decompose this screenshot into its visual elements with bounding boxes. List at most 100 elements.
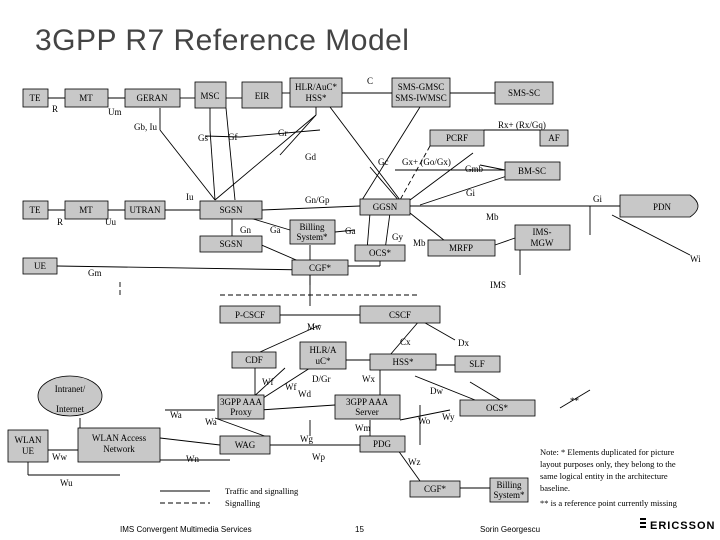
label-r-2: R xyxy=(57,217,63,227)
label-gn: Gn xyxy=(240,225,251,235)
node-msc-label: MSC xyxy=(200,91,219,101)
node-cgf-2-label: CGF* xyxy=(424,484,447,494)
label-gmb: Gmb xyxy=(465,164,484,174)
node-sms-sc-label: SMS-SC xyxy=(508,88,540,98)
node-cscf-label: CSCF xyxy=(389,310,411,320)
label-wa-1: Wa xyxy=(170,410,182,420)
node-pcrf xyxy=(429,129,485,147)
node-hlr-auc-label-1: HLR/AuC* xyxy=(295,82,338,92)
node-mrfp-label: MRFP xyxy=(449,243,473,253)
node-intranet-label-1: Intranet/ xyxy=(55,384,86,394)
label-gx-go-gx: Gx+ (Go/Gx) xyxy=(402,157,451,167)
node-p-cscf-label: P-CSCF xyxy=(235,310,265,320)
node-wlan-ue-label-1: WLAN xyxy=(15,435,42,445)
node-af xyxy=(539,129,569,147)
legend-solid-label: Traffic and signalling xyxy=(225,486,299,496)
node-ocs-2 xyxy=(459,399,536,417)
node-sgsn-2-label: SGSN xyxy=(219,239,243,249)
label-gc: Gc xyxy=(378,157,389,167)
node-3gpp-aaa-proxy xyxy=(217,394,265,420)
node-3gpp-aaa-proxy-label-2: Proxy xyxy=(230,407,252,417)
node-mt-1-label: MT xyxy=(79,93,93,103)
footer-left: IMS Convergent Multimedia Services xyxy=(120,525,252,534)
node-billing-system-2-label-1: Billing xyxy=(496,480,522,490)
footer-author: Sorin Georgescu xyxy=(480,525,540,534)
node-te-2-label: TE xyxy=(30,205,41,215)
node-pdg xyxy=(359,435,406,453)
label-gd: Gd xyxy=(305,152,316,162)
label-gs: Gs xyxy=(198,133,208,143)
node-3gpp-aaa-server-label-2: Server xyxy=(355,407,379,417)
node-pdg-label: PDG xyxy=(373,439,392,449)
node-ue xyxy=(22,257,58,275)
interface-labels: R Um Gb, Iu Gs Gf Gr C Rx+ (Rx/Gq) Gd Gc… xyxy=(52,76,701,488)
node-cgf-1 xyxy=(291,259,349,276)
label-gn-gp: Gn/Gp xyxy=(305,195,330,205)
node-te-1 xyxy=(22,88,49,108)
footnote: Note: * Elements duplicated for picture … xyxy=(540,447,678,508)
page-title: 3GPP R7 Reference Model xyxy=(35,24,410,57)
node-3gpp-aaa-server-label-1: 3GPP AAA xyxy=(346,397,388,407)
label-wf-2: Wf xyxy=(285,382,297,392)
node-slf-label: SLF xyxy=(469,359,485,369)
node-mt-1 xyxy=(64,88,109,108)
node-hlr-auc xyxy=(289,77,343,108)
node-ocs-1 xyxy=(354,244,406,262)
label-wy: Wy xyxy=(442,412,455,422)
node-ims-mgw-label-1: IMS- xyxy=(532,227,551,237)
label-um: Um xyxy=(108,107,122,117)
node-intranet-label-2: Internet xyxy=(56,404,84,414)
footer-page-number: 15 xyxy=(355,525,364,534)
node-wlan-access-network xyxy=(77,427,161,463)
node-geran xyxy=(124,88,181,108)
label-mw: Mw xyxy=(307,322,322,332)
label-ims: IMS xyxy=(490,280,506,290)
label-ww: Ww xyxy=(52,452,67,462)
node-wag-label: WAG xyxy=(235,440,256,450)
node-eir-label: EIR xyxy=(255,91,270,101)
label-wu: Wu xyxy=(60,478,73,488)
node-utran-label: UTRAN xyxy=(130,205,161,215)
label-cx: Cx xyxy=(400,337,411,347)
node-te-2 xyxy=(22,200,49,220)
label-ga-2: Ga xyxy=(345,226,356,236)
label-d-gr: D/Gr xyxy=(312,374,331,384)
label-uu: Uu xyxy=(105,217,116,227)
label-ga-1: Ga xyxy=(270,225,281,235)
node-ggsn xyxy=(359,198,411,216)
node-cgf-1-label: CGF* xyxy=(309,263,332,273)
label-wo: Wo xyxy=(418,416,431,426)
node-cdf-label: CDF xyxy=(245,355,263,365)
node-sms-gmsc-label-1: SMS-GMSC xyxy=(398,82,445,92)
interface-lines xyxy=(27,92,691,504)
node-utran xyxy=(124,200,166,220)
node-pdn xyxy=(619,194,699,218)
node-geran-label: GERAN xyxy=(137,93,168,103)
node-sgsn-1-label: SGSN xyxy=(219,205,243,215)
node-sms-sc xyxy=(494,81,554,105)
label-iu: Iu xyxy=(186,192,194,202)
node-hss-2 xyxy=(369,353,437,371)
label-gi-2: Gi xyxy=(593,194,602,204)
node-p-cscf xyxy=(219,305,281,324)
label-gi-1: Gi xyxy=(466,188,475,198)
node-bm-sc-label: BM-SC xyxy=(518,166,546,176)
node-sms-gmsc-label-2: SMS-IWMSC xyxy=(395,93,447,103)
node-cgf-2 xyxy=(409,480,461,498)
ericsson-logo: ERICSSON xyxy=(640,518,714,532)
node-billing-system-2-label-2: System* xyxy=(493,490,525,500)
node-wlan-ue xyxy=(7,429,49,463)
legend: Traffic and signalling Signalling xyxy=(225,486,299,508)
node-cscf xyxy=(359,305,441,324)
label-wg: Wg xyxy=(300,434,313,444)
label-wm: Wm xyxy=(355,423,371,433)
label-wd: Wd xyxy=(298,389,311,399)
node-billing-system-1-label-2: System* xyxy=(296,232,328,242)
node-cdf xyxy=(231,351,277,369)
node-hlr-a xyxy=(299,341,347,370)
note-line-2: layout purposes only, they belong to the xyxy=(540,459,676,469)
node-te-1-label: TE xyxy=(30,93,41,103)
label-gf: Gf xyxy=(228,132,238,142)
label-mb-2: Mb xyxy=(413,238,426,248)
